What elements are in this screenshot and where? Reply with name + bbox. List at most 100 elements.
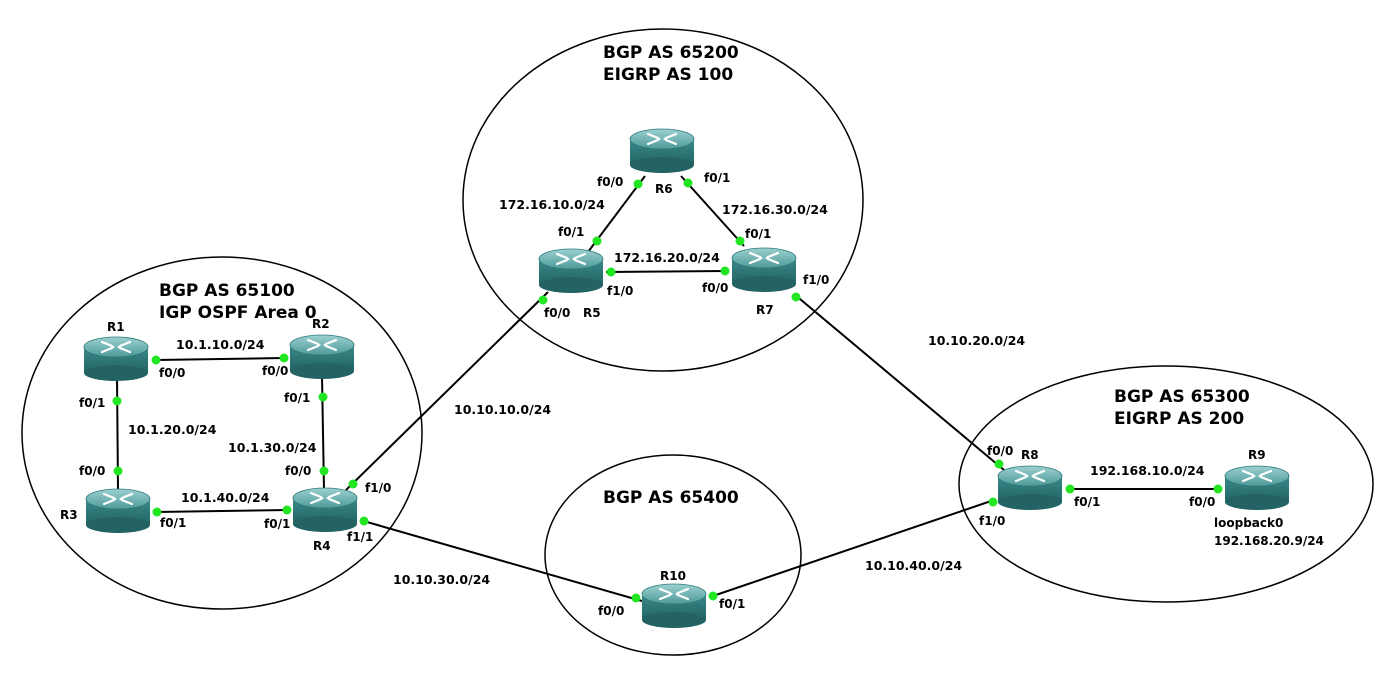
router-r2[interactable] — [288, 333, 356, 381]
port-r4-f1-0 — [348, 479, 358, 489]
router-label-r1: R1 — [107, 320, 125, 334]
iface-label-r1-f0-0: f0/0 — [159, 366, 185, 380]
port-r4-f1-1 — [359, 516, 369, 526]
router-r1[interactable] — [82, 335, 150, 383]
as65100-boundary — [21, 256, 423, 610]
subnet-label-r4-r5: 10.10.10.0/24 — [454, 402, 551, 417]
port-r8-f1-0 — [988, 497, 998, 507]
iface-label-r10-f0-1: f0/1 — [719, 597, 745, 611]
links — [116, 175, 1222, 602]
iface-label-r7-f0-1: f0/1 — [745, 227, 771, 241]
router-r9[interactable] — [1223, 464, 1291, 512]
iface-label-r5-f0-0: f0/0 — [544, 306, 570, 320]
port-r1-f0-1 — [112, 396, 122, 406]
iface-label-r6-f0-0: f0/0 — [597, 175, 623, 189]
router-r4[interactable] — [291, 486, 359, 534]
iface-label-r2-f0-1: f0/1 — [284, 391, 310, 405]
port-r3-f0-1 — [152, 507, 162, 517]
port-r5-f0-0 — [538, 295, 548, 305]
router-r3[interactable] — [84, 487, 152, 535]
iface-label-r6-f0-1: f0/1 — [704, 171, 730, 185]
router-label-r10: R10 — [660, 569, 686, 583]
iface-label-r2-f0-0: f0/0 — [262, 364, 288, 378]
subnet-label-r5-r7: 172.16.20.0/24 — [614, 250, 720, 265]
router-r5[interactable] — [537, 247, 605, 295]
subnet-label-r5-r6: 172.16.10.0/24 — [499, 197, 605, 212]
link-r3-r4 — [155, 509, 289, 513]
iface-label-r8-f0-0: f0/0 — [987, 444, 1013, 458]
as65400-boundary — [544, 454, 802, 656]
link-r7-r8 — [793, 293, 1005, 471]
port-r3-f0-0 — [113, 466, 123, 476]
router-label-r7: R7 — [756, 303, 774, 317]
subnet-label-r4-r10: 10.10.30.0/24 — [393, 572, 490, 587]
iface-label-r4-f1-0: f1/0 — [365, 481, 391, 495]
subnet-label-r1-r2: 10.1.10.0/24 — [176, 337, 265, 352]
as65200-title-line2: EIGRP AS 100 — [603, 65, 733, 85]
r9-loopback-ip: 192.168.20.9/24 — [1214, 534, 1324, 548]
r9-loopback-name: loopback0 — [1214, 516, 1283, 530]
iface-label-r7-f1-0: f1/0 — [803, 273, 829, 287]
router-label-r6: R6 — [655, 182, 673, 196]
iface-label-r8-f0-1: f0/1 — [1074, 495, 1100, 509]
port-r5-f1-0 — [606, 267, 616, 277]
link-r1-r2 — [155, 357, 285, 361]
subnet-label-r10-r8: 10.10.40.0/24 — [865, 558, 962, 573]
port-r4-f0-0 — [319, 466, 329, 476]
port-r6-f0-0 — [633, 179, 643, 189]
port-r7-f0-1 — [735, 236, 745, 246]
link-r6-r7 — [680, 175, 745, 247]
router-r8[interactable] — [996, 464, 1064, 512]
iface-label-r4-f0-0: f0/0 — [285, 464, 311, 478]
subnet-label-r1-r3: 10.1.20.0/24 — [128, 422, 217, 437]
subnet-label-r2-r4: 10.1.30.0/24 — [228, 440, 317, 455]
subnet-label-r7-r8: 10.10.20.0/24 — [928, 333, 1025, 348]
link-r10-r8 — [709, 499, 995, 598]
port-r2-f0-0 — [279, 353, 289, 363]
port-r8-f0-1 — [1065, 484, 1075, 494]
iface-label-r5-f0-1: f0/1 — [558, 225, 584, 239]
router-r7[interactable] — [730, 246, 798, 294]
as65100-title-line2: IGP OSPF Area 0 — [159, 303, 317, 323]
link-r5-r7 — [605, 270, 727, 273]
iface-label-r4-f1-1: f1/1 — [347, 530, 373, 544]
port-dots — [112, 178, 1223, 603]
iface-label-r1-f0-1: f0/1 — [79, 396, 105, 410]
iface-label-r4-f0-1: f0/1 — [264, 517, 290, 531]
port-r7-f1-0 — [791, 292, 801, 302]
iface-label-r3-f0-1: f0/1 — [160, 516, 186, 530]
port-r6-f0-1 — [683, 178, 693, 188]
subnet-label-r6-r7: 172.16.30.0/24 — [722, 202, 828, 217]
port-r9-f0-0 — [1213, 484, 1223, 494]
as65100-title-line1: BGP AS 65100 — [159, 281, 295, 301]
iface-label-r9-f0-0: f0/0 — [1189, 495, 1215, 509]
as65200-title-line1: BGP AS 65200 — [603, 43, 739, 63]
as65400-title: BGP AS 65400 — [603, 488, 739, 508]
as65300-title-line2: EIGRP AS 200 — [1114, 409, 1244, 429]
router-label-r5: R5 — [583, 306, 601, 320]
port-r2-f0-1 — [318, 392, 328, 402]
iface-label-r8-f1-0: f1/0 — [979, 514, 1005, 528]
link-r4-r5 — [345, 291, 549, 491]
router-label-r8: R8 — [1021, 448, 1039, 462]
iface-label-r10-f0-0: f0/0 — [598, 604, 624, 618]
port-r10-f0-0 — [631, 593, 641, 603]
port-r5-f0-1 — [592, 236, 602, 246]
port-r10-f0-1 — [708, 591, 718, 601]
router-label-r4: R4 — [313, 539, 331, 553]
port-r7-f0-0 — [720, 266, 730, 276]
iface-label-r5-f1-0: f1/0 — [607, 284, 633, 298]
as65200-boundary — [462, 28, 864, 372]
router-r10[interactable] — [640, 582, 708, 630]
port-r1-f0-0 — [151, 355, 161, 365]
iface-label-r7-f0-0: f0/0 — [702, 281, 728, 295]
as65300-title-line1: BGP AS 65300 — [1114, 387, 1250, 407]
router-label-r3: R3 — [60, 508, 78, 522]
iface-label-r3-f0-0: f0/0 — [79, 464, 105, 478]
port-r8-f0-0 — [994, 459, 1004, 469]
link-r4-r10 — [359, 519, 643, 602]
router-r6[interactable] — [628, 127, 696, 175]
router-label-r9: R9 — [1248, 448, 1266, 462]
router-label-r2: R2 — [312, 317, 330, 331]
